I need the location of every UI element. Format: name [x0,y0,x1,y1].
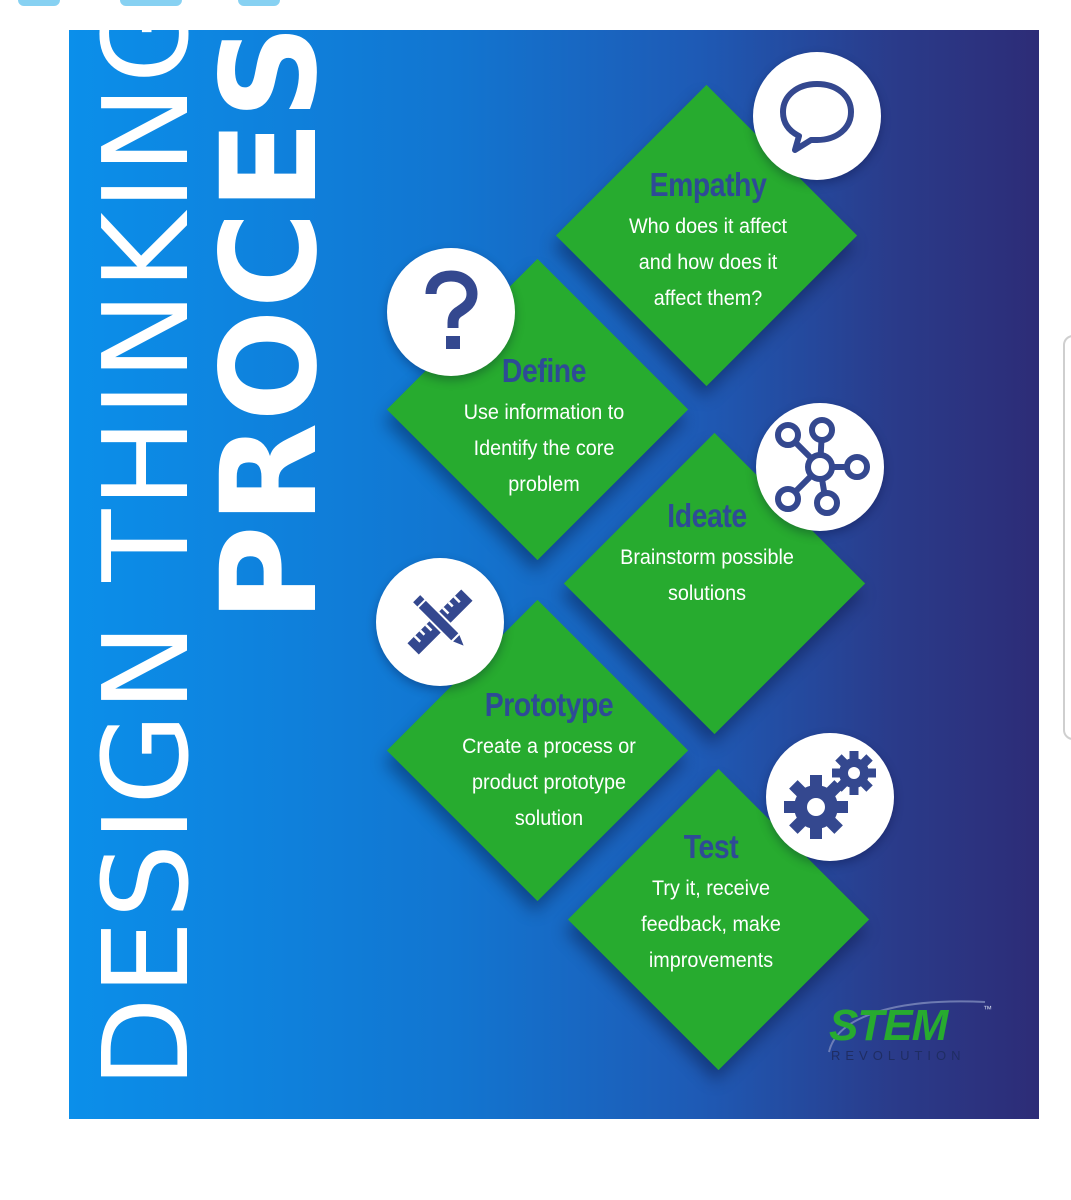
step-description: Brainstorm possible solutions [620,545,794,605]
logo-swoosh-icon [828,1000,986,1053]
ideate-circle [756,403,884,531]
speech-bubble-icon [780,81,854,153]
infographic-poster: DESIGN THINKING PROCESS Empathy Who does… [69,30,1039,1119]
pencil-ruler-icon [407,589,473,655]
step-ideate: Ideate Brainstorm possible solutions [557,497,857,611]
top-strip [0,0,1071,6]
title-line-2: PROCESS [193,30,347,622]
step-test: Test Try it, receive feedback, make impr… [561,828,861,978]
network-nodes-icon [775,417,870,516]
prototype-circle [376,558,504,686]
step-title: Define [501,352,587,389]
step-description: Use information to Identify the core pro… [463,400,625,496]
step-title: Test [683,828,739,865]
step-title: Empathy [649,166,767,203]
gears-icon [784,751,876,839]
logo-trademark: ™ [983,1004,992,1014]
side-scroll-tab[interactable] [1063,335,1071,740]
logo-name: STEM [829,1001,948,1050]
step-description: Create a process or product prototype so… [462,734,636,830]
question-mark-icon [425,270,478,349]
logo-tagline: REVOLUTION [831,1048,966,1063]
step-prototype: Prototype Create a process or product pr… [399,686,699,836]
step-description: Who does it affect and how does it affec… [629,214,787,310]
step-title: Ideate [667,497,747,534]
test-circle [766,733,894,861]
step-define: Define Use information to Identify the c… [394,352,694,502]
title-line-1: DESIGN THINKING [77,30,215,1088]
define-circle [387,248,515,376]
empathy-circle [753,52,881,180]
step-empathy: Empathy Who does it affect and how does … [558,166,858,316]
step-title: Prototype [484,686,614,723]
stem-revolution-logo: STEM ™ REVOLUTION [827,1000,992,1084]
step-description: Try it, receive feedback, make improveme… [641,876,781,972]
